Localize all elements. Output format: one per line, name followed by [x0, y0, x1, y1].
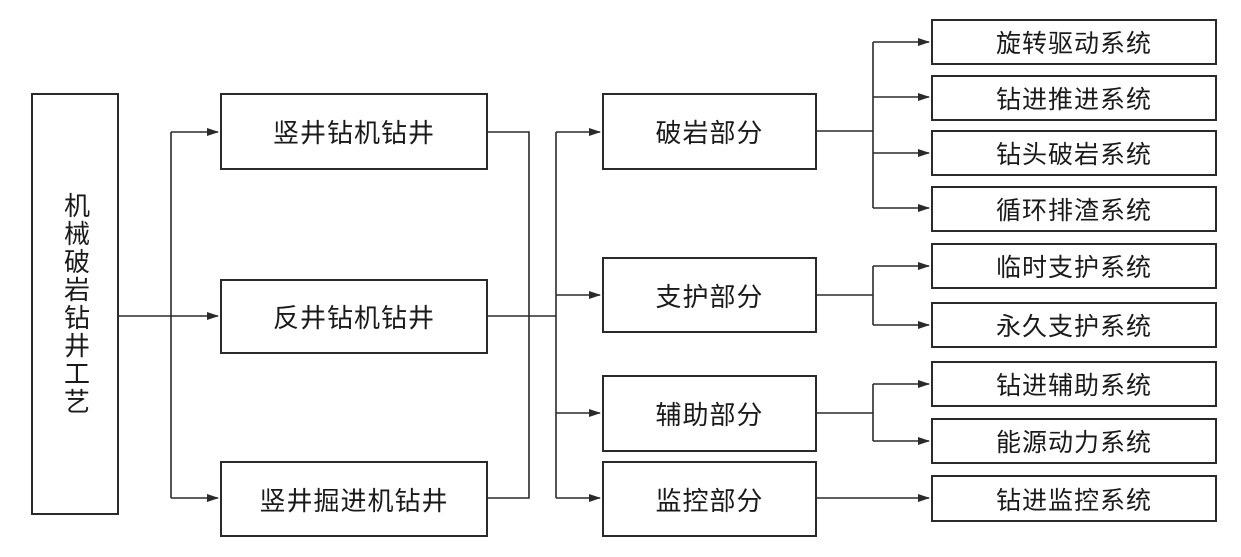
- system-label: 钻进监控系统: [995, 485, 1152, 515]
- method-box-raise-boring: 反井钻机钻井: [220, 279, 488, 354]
- line-method-1-out: [488, 131, 530, 499]
- method-box-shaft-tbm: 竖井掘进机钻井: [220, 461, 488, 537]
- system-label: 能源动力系统: [995, 428, 1152, 457]
- system-label: 钻头破岩系统: [995, 140, 1152, 169]
- system-label: 永久支护系统: [995, 312, 1152, 341]
- system-label: 循环排渣系统: [995, 196, 1152, 225]
- method-label: 竖井钻机钻井: [272, 119, 435, 149]
- method-label: 反井钻机钻井: [272, 304, 435, 334]
- part-label: 支护部分: [655, 282, 764, 313]
- system-box: 临时支护系统: [931, 243, 1217, 289]
- system-box: 钻头破岩系统: [931, 130, 1217, 176]
- system-box: 旋转驱动系统: [931, 19, 1217, 65]
- method-label: 竖井掘进机钻井: [259, 486, 449, 517]
- root-label: 机械破岩钻井工艺: [59, 192, 90, 416]
- part-label: 监控部分: [655, 486, 764, 517]
- part-box-monitoring: 监控部分: [602, 461, 817, 537]
- system-label: 旋转驱动系统: [995, 29, 1152, 58]
- part-box-support: 支护部分: [602, 257, 817, 333]
- system-label: 钻进辅助系统: [995, 371, 1152, 400]
- part-label: 破岩部分: [655, 119, 764, 149]
- system-box: 钻进推进系统: [931, 75, 1217, 121]
- root-box: 机械破岩钻井工艺: [31, 93, 119, 515]
- part-label: 辅助部分: [655, 401, 764, 431]
- system-label: 临时支护系统: [995, 253, 1152, 282]
- system-box: 能源动力系统: [931, 418, 1217, 464]
- part-box-rock-breaking: 破岩部分: [602, 93, 817, 170]
- system-box: 永久支护系统: [931, 302, 1217, 348]
- part-box-auxiliary: 辅助部分: [602, 375, 817, 452]
- system-label: 钻进推进系统: [995, 85, 1152, 114]
- system-box: 钻进监控系统: [931, 475, 1217, 522]
- system-box: 循环排渣系统: [931, 186, 1217, 232]
- system-box: 钻进辅助系统: [931, 361, 1217, 407]
- method-box-shaft-drilling: 竖井钻机钻井: [220, 93, 488, 170]
